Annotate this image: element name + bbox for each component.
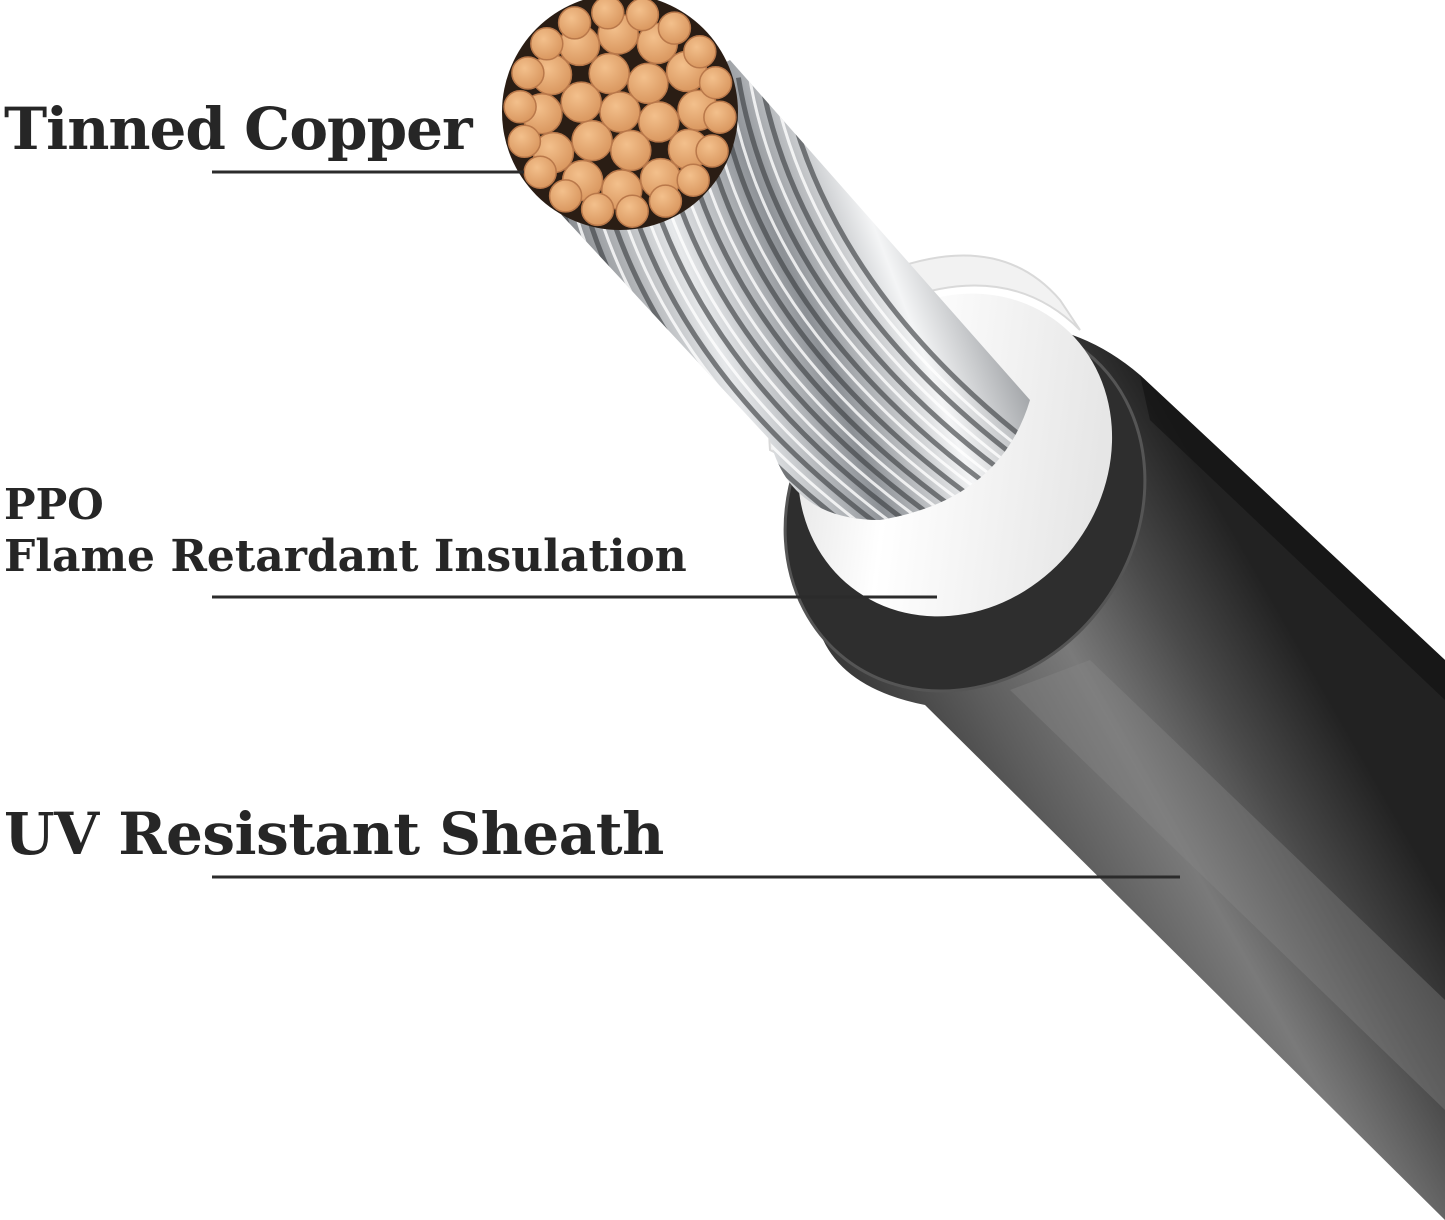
strand-twist-line [735,77,1030,500]
copper-strand [615,194,649,228]
copper-strand [523,155,557,189]
sheath-shadow-edge [1140,375,1445,700]
copper-strand [511,56,545,90]
label-ppo: PPO [4,480,104,529]
copper-strand [698,65,733,100]
copper-strand [627,62,669,105]
strand-twist-line [726,81,1029,504]
copper-strand [530,27,564,61]
copper-strand [560,81,602,123]
strand-twist-line [747,72,1030,495]
copper-strand [610,129,652,172]
copper-strand [548,179,583,213]
copper-strand [591,0,625,30]
copper-strand [683,35,717,69]
copper-strand [503,90,537,124]
label-tinned-copper: Tinned Copper [4,95,473,163]
copper-strand [599,91,641,133]
copper-strand [557,6,592,40]
copper-strand [625,0,660,32]
copper-strand [648,184,683,218]
sheath-highlight [1010,660,1445,1110]
copper-strand [638,101,680,143]
strand-twist-line [768,64,1030,486]
copper-strand [580,192,615,227]
strand-twist-line [715,85,1020,509]
copper-strand [703,100,737,134]
copper-strand [657,11,692,45]
copper-strand [507,124,542,159]
copper-strand [571,119,613,162]
copper-strands [503,0,737,228]
copper-strand [588,52,630,95]
label-flame-retardant-insulation: Flame Retardant Insulation [4,531,687,582]
strand-twist-line [756,68,1030,491]
copper-strand [676,163,710,197]
label-uv-resistant-sheath: UV Resistant Sheath [4,800,664,868]
copper-strand [695,134,729,168]
